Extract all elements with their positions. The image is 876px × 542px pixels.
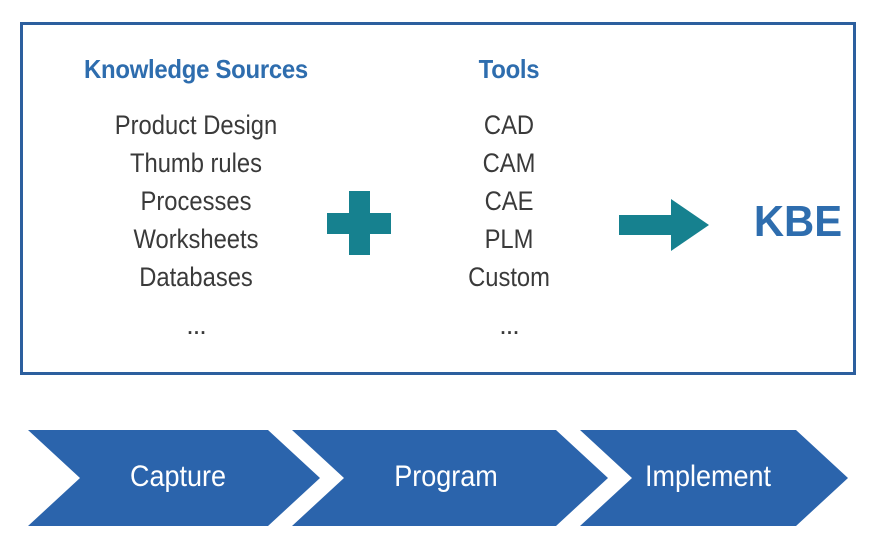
list-item: CAM	[482, 147, 536, 178]
list-item: Processes	[140, 185, 252, 216]
list-item: Custom	[468, 261, 550, 292]
arrow-right-icon	[619, 197, 709, 253]
knowledge-sources-ellipsis: ...	[186, 309, 207, 340]
kbe-result-label: KBE	[753, 197, 843, 246]
plus-icon-vertical-bar	[349, 191, 370, 255]
knowledge-sources-heading: Knowledge Sources	[84, 54, 308, 84]
chevron-step-1-shape	[28, 430, 320, 526]
tools-heading: Tools	[478, 54, 540, 84]
list-item: Worksheets	[133, 223, 259, 254]
list-item: Product Design	[114, 109, 278, 140]
list-item: Thumb rules	[129, 147, 263, 178]
chevron-step-3-label[interactable]: Implement	[644, 460, 772, 493]
knowledge-sources-list: Product Design Thumb rules Processes Wor…	[45, 106, 347, 342]
list-item: PLM	[484, 223, 534, 254]
knowledge-sources-column: Knowledge Sources Product Design Thumb r…	[45, 55, 347, 342]
tools-column: Tools CAD CAM CAE PLM Custom ...	[403, 55, 615, 342]
list-item: CAD	[483, 109, 535, 140]
knowledge-tools-panel: Knowledge Sources Product Design Thumb r…	[20, 22, 856, 375]
process-chevron-band	[0, 424, 876, 532]
tools-ellipsis: ...	[499, 309, 520, 340]
tools-list: CAD CAM CAE PLM Custom ...	[403, 106, 615, 342]
chevron-step-1-label[interactable]: Capture	[129, 460, 227, 493]
chevron-step-3-shape	[580, 430, 848, 526]
list-item: CAE	[484, 185, 534, 216]
chevron-step-2-shape	[292, 430, 608, 526]
list-item: Databases	[139, 261, 253, 292]
chevron-step-2-label[interactable]: Program	[394, 460, 498, 493]
plus-icon	[327, 191, 391, 255]
